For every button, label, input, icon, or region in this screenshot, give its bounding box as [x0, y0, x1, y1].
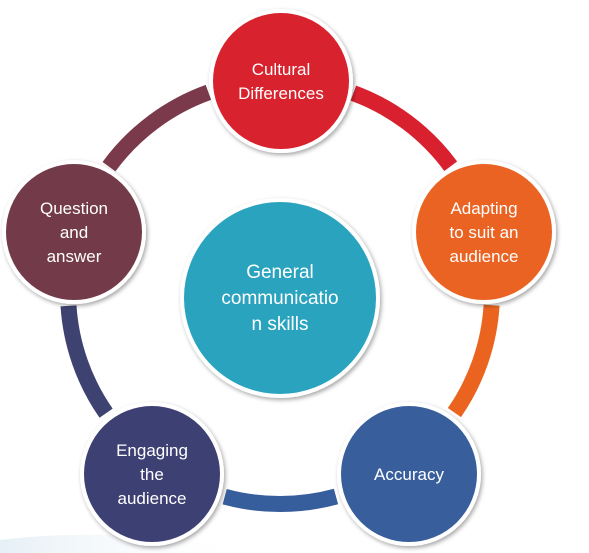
node-engaging: Engaging the audience: [80, 402, 224, 546]
node-label-engaging-line-2: audience: [117, 489, 186, 508]
node-label-adapting-line-0: Adapting: [450, 199, 517, 218]
center-circle: [180, 198, 380, 398]
connector-question-answer-to-cultural-differences: [102, 84, 212, 172]
connector-engaging-to-question-answer: [60, 305, 113, 418]
node-label-question-answer-line-2: answer: [47, 247, 102, 266]
center-label-line-0: General: [246, 262, 314, 283]
center-label-line-1: communicatio: [221, 288, 338, 309]
node-circle-engaging: [80, 402, 224, 546]
node-adapting: Adapting to suit an audience: [412, 160, 556, 304]
connector-adapting-to-accuracy: [447, 304, 500, 418]
node-label-cultural-differences-line-1: Differences: [238, 84, 324, 103]
node-label-engaging-line-0: Engaging: [116, 441, 188, 460]
connector-arcs: [60, 84, 500, 513]
node-label-question-answer-line-1: and: [60, 223, 88, 242]
center-node: General communicatio n skills: [180, 198, 380, 398]
node-label-accuracy-line-0: Accuracy: [374, 465, 444, 484]
node-label-engaging-line-1: the: [140, 465, 164, 484]
background-swoosh: [0, 534, 260, 553]
connector-cultural-differences-to-adapting: [350, 85, 458, 172]
node-question-answer: Question and answer: [2, 160, 146, 304]
connector-accuracy-to-engaging: [222, 488, 339, 513]
node-circle-adapting: [412, 160, 556, 304]
node-accuracy: Accuracy: [337, 402, 481, 546]
node-label-cultural-differences-line-0: Cultural: [252, 60, 311, 79]
node-label-adapting-line-2: audience: [449, 247, 518, 266]
center-label-line-2: n skills: [251, 314, 308, 335]
node-label-question-answer-line-0: Question: [40, 199, 108, 218]
node-label-adapting-line-1: to suit an: [450, 223, 519, 242]
node-circle-cultural-differences: [209, 9, 353, 153]
node-circle-accuracy: [337, 402, 481, 546]
node-circle-question-answer: [2, 160, 146, 304]
